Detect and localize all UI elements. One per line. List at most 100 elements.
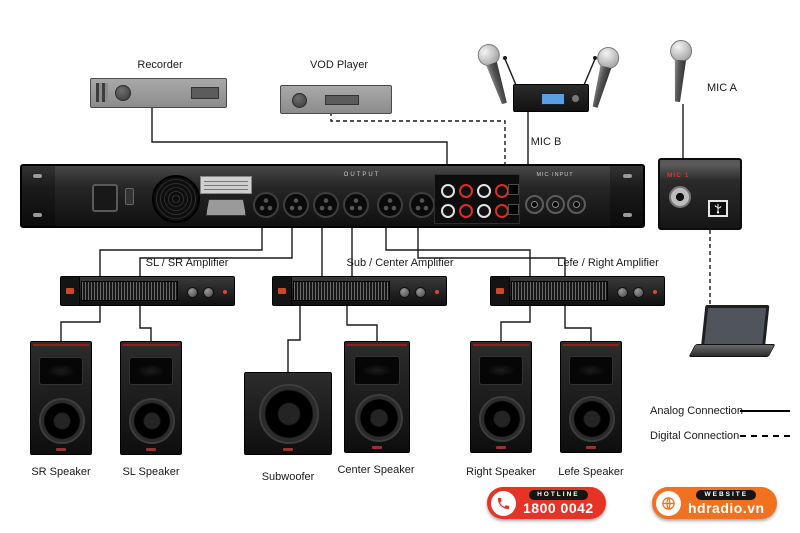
receiver-knob (571, 94, 580, 103)
mic-body (485, 61, 511, 105)
xlr-output-6 (409, 192, 435, 218)
speaker-horn (353, 356, 401, 385)
lefe-speaker-label: Lefe Speaker (558, 466, 624, 478)
wire-amp3-to-right-speaker (500, 306, 531, 341)
rca-jack-red (495, 204, 509, 218)
xlr-output-2 (283, 192, 309, 218)
rack-screw (623, 174, 632, 178)
speaker-woofer (129, 398, 175, 444)
usb-icon (714, 203, 722, 214)
amp-knob (203, 287, 214, 298)
mic1-jack (669, 186, 691, 208)
amp-power-led (435, 290, 439, 294)
speaker-logo (586, 446, 596, 449)
usb-port (708, 200, 728, 217)
fan-grille (152, 175, 200, 223)
amp-power-led (653, 290, 657, 294)
mic1-port-label: MIC 1 (667, 172, 690, 179)
speaker-horn (39, 356, 83, 386)
speaker-woofer (479, 396, 525, 442)
hotline-badge[interactable]: HOTLINE 1800 0042 (487, 487, 606, 519)
recorder-label: Recorder (137, 59, 183, 71)
amp-knob (399, 287, 410, 298)
sr-speaker-label: SR Speaker (31, 466, 91, 478)
rack-screw (623, 213, 632, 217)
amp-sl-sr-label: SL / SR Amplifier (145, 257, 229, 269)
xlr-output-5 (377, 192, 403, 218)
amp-grille (511, 281, 608, 301)
amp-knob (187, 287, 198, 298)
subwoofer-woofer (259, 384, 319, 444)
rca-jack-white (477, 184, 491, 198)
legend-analog-line (740, 410, 790, 412)
rca-jack-red (459, 204, 473, 218)
receiver-display (541, 93, 565, 105)
recorder-device (90, 78, 227, 108)
wireless-receiver (513, 84, 589, 112)
speaker-logo (146, 448, 156, 451)
speaker-logo (496, 446, 506, 449)
xlr-output-4 (343, 192, 369, 218)
amp-grille (81, 281, 178, 301)
mic-input-section-label: MIC INPUT (536, 172, 574, 178)
center-speaker-label: Center Speaker (337, 464, 415, 476)
speaker-woofer (355, 394, 403, 442)
legend-digital-label: Digital Connection (650, 430, 740, 442)
hotline-texts: HOTLINE 1800 0042 (523, 489, 594, 516)
mic-input-jack-1 (525, 195, 544, 214)
amplifier-sub-center (272, 276, 447, 306)
serial-db9-port (206, 199, 246, 216)
website-url: hdradio.vn (688, 499, 765, 516)
speaker-logo (283, 448, 293, 451)
amp-knob (415, 287, 426, 298)
sl-speaker-label: SL Speaker (122, 466, 180, 478)
subwoofer-label: Subwoofer (261, 471, 315, 483)
wire-amp1-to-sl-speaker (139, 306, 152, 341)
mic-input-jack-3 (567, 195, 586, 214)
optical-port (508, 184, 519, 195)
sticker-lines (204, 180, 248, 190)
xlr-output-1 (253, 192, 279, 218)
wire-amp1-to-sr-speaker (60, 306, 101, 341)
vod-player-label: VOD Player (309, 59, 369, 71)
amp-grille (293, 281, 390, 301)
wire-amp2-to-subwoofer (287, 306, 301, 372)
amp-logo (496, 288, 504, 294)
hotline-tag: HOTLINE (529, 489, 588, 500)
vod-disc-slot (325, 95, 359, 105)
speaker-lefe (560, 341, 622, 453)
karaoke-processor-rack: OUTPUT MIC INPUT (20, 164, 645, 228)
wireless-mic-b-right (583, 44, 622, 114)
serial-sticker (200, 176, 252, 194)
output-section-label: OUTPUT (343, 172, 381, 178)
vod-knob (292, 93, 307, 108)
laptop-base (688, 344, 776, 357)
wire-amp3-to-lefe-speaker (564, 306, 592, 341)
right-speaker-label: Right Speaker (466, 466, 536, 478)
website-tag: WEBSITE (696, 489, 757, 500)
vod-player-device (280, 85, 392, 114)
amplifier-lefe-right (490, 276, 665, 306)
phone-icon (491, 490, 516, 516)
speaker-logo (372, 446, 382, 449)
mic-input-jack-2 (546, 195, 565, 214)
mic-head (669, 39, 693, 63)
globe-icon (656, 490, 681, 516)
wire-vod-to-processor (330, 112, 506, 164)
wireless-mic-b-left (474, 41, 516, 111)
rca-jack-red (495, 184, 509, 198)
website-badge[interactable]: WEBSITE hdradio.vn (652, 487, 777, 519)
mic-body (588, 65, 612, 109)
rack-screw (33, 213, 42, 217)
speaker-trim (33, 344, 89, 346)
speaker-center (344, 341, 410, 453)
speaker-trim (563, 344, 619, 346)
amplifier-sl-sr (60, 276, 235, 306)
mic-a-label: MIC A (707, 82, 737, 94)
subwoofer (244, 372, 332, 455)
rca-jack-red (459, 184, 473, 198)
rca-jack-white (441, 204, 455, 218)
recorder-knob (115, 85, 131, 101)
speaker-trim (123, 344, 179, 346)
